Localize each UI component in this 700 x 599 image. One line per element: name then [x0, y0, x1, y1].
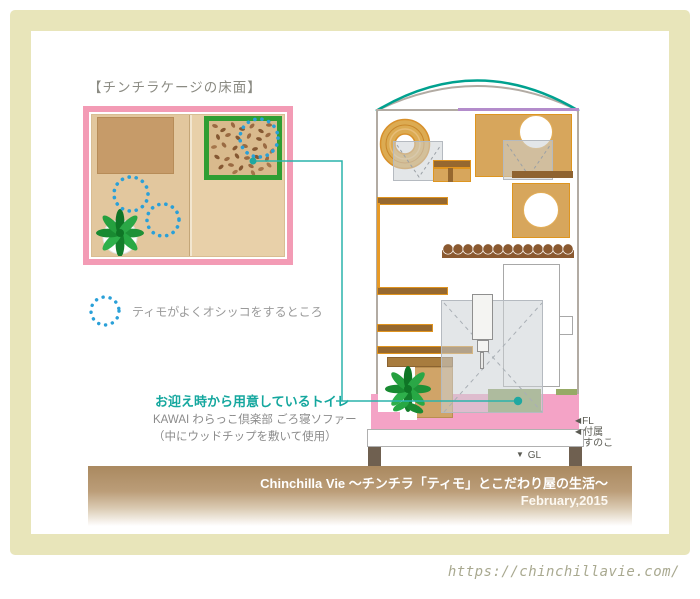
stand-leg-left — [368, 447, 381, 466]
toilet-mat-small — [556, 389, 577, 395]
floor-mat — [97, 117, 174, 174]
toilet-annotation-label: お迎え時から用意しているトイレ — [155, 394, 350, 409]
cage-floorplan — [83, 106, 293, 265]
log-bridge — [442, 243, 574, 258]
banner-date: February,2015 — [520, 493, 608, 508]
cage-arch-roof — [375, 79, 580, 113]
gl-label: GL — [527, 450, 542, 461]
legend-dotted-circle-icon — [89, 295, 121, 327]
sofa-bed-notch — [400, 410, 417, 420]
sunoko-marker: ◀ 付属すのこ — [575, 427, 614, 449]
ladder-shelf-top — [377, 197, 448, 205]
ladder-rail — [377, 203, 380, 289]
door-latch — [559, 316, 573, 335]
ground-banner: Chinchilla Vie 〜チンチラ「ティモ」とこだわり屋の生活〜 Febr… — [88, 466, 632, 526]
nest-box-lower-hole — [523, 192, 559, 228]
cage-top-bar — [376, 109, 458, 111]
shelf-under-nest-box — [512, 171, 573, 178]
hammock-fold-lines — [443, 302, 543, 413]
floor-divider — [189, 115, 190, 256]
gl-marker: ▼ GL — [516, 450, 542, 462]
water-bottle-spout — [480, 352, 484, 369]
toilet-annotation-desc2: （中にウッドチップを敷いて使用） — [153, 431, 337, 443]
cage-top-bar-purple — [458, 108, 579, 111]
page-title: 【チンチラケージの床面】 — [88, 80, 262, 95]
shelf-small — [377, 324, 433, 332]
hammock-fold-lines — [396, 144, 442, 178]
down-arrow-icon: ▼ — [516, 450, 524, 459]
floorplan-floor — [91, 114, 285, 257]
slat-platform — [367, 429, 584, 447]
cage-plant-icon — [385, 366, 431, 414]
water-bottle-neck — [477, 340, 489, 352]
legend-text: ティモがよくオシッコをするところ — [132, 305, 323, 319]
toilet-annotation-desc1: KAWAI わらっこ倶楽部 ごろ寝ソファー — [153, 414, 357, 426]
water-bottle-body — [472, 294, 493, 340]
plant-icon — [96, 209, 144, 256]
stand-leg-right — [569, 447, 582, 466]
step-stool-top — [433, 160, 471, 168]
site-url: https://chinchillavie.com/ — [447, 564, 680, 580]
left-arrow-icon: ◀ — [575, 416, 582, 425]
decorative-frame — [10, 10, 690, 555]
sunoko-label: 付属すのこ — [583, 427, 614, 449]
fl-marker: ◀FL — [575, 416, 594, 428]
floor-divider-highlight — [190, 115, 192, 256]
pee-spot-circles — [112, 117, 280, 238]
cage-wall-right — [577, 110, 579, 430]
step-stool-leg — [448, 168, 453, 182]
ladder-shelf-bottom — [377, 287, 448, 295]
left-arrow-icon: ◀ — [575, 427, 582, 436]
fl-label: FL — [582, 416, 594, 427]
banner-title: Chinchilla Vie 〜チンチラ「ティモ」とこだわり屋の生活〜 — [260, 476, 608, 491]
